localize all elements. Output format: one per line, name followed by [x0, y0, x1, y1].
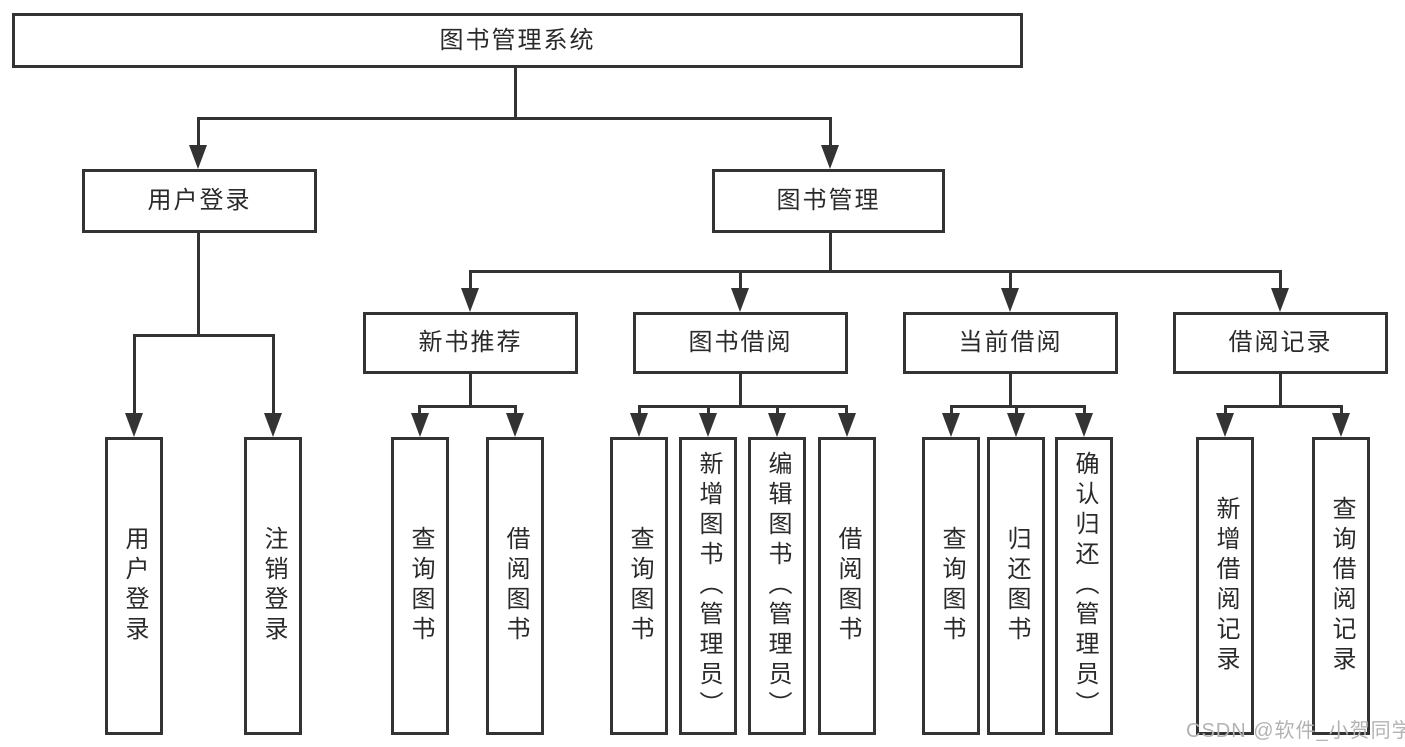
leaf-borrowing-add-books-admin: 新增图书（管理员） [679, 437, 737, 735]
connector-current-drop-1 [950, 405, 953, 417]
leaf-current-return-books: 归还图书 [987, 437, 1045, 735]
arrowhead-icon [1216, 413, 1234, 437]
leaf-label: 借阅图书 [502, 526, 529, 646]
arrowhead-icon [506, 413, 524, 437]
connector-current-drop-3 [1083, 405, 1086, 417]
node-label: 借阅记录 [1228, 329, 1333, 356]
connector-recommend-drop-2 [514, 405, 517, 417]
leaf-records-query-record: 查询借阅记录 [1312, 437, 1370, 735]
node-root-library-system: 图书管理系统 [12, 13, 1023, 68]
connector-current-drop-2 [1015, 405, 1018, 417]
leaf-label: 新增借阅记录 [1212, 496, 1239, 676]
arrowhead-icon [630, 413, 648, 437]
connector-level2-drop-1 [469, 270, 472, 291]
connector-book-mgmt-stem [829, 233, 832, 272]
leaf-records-add-record: 新增借阅记录 [1196, 437, 1254, 735]
leaf-borrowing-edit-books-admin: 编辑图书（管理员） [748, 437, 806, 735]
arrowhead-icon [264, 413, 282, 437]
leaf-label: 用户登录 [121, 526, 148, 646]
leaf-label: 查询图书 [938, 526, 965, 646]
arrowhead-icon [125, 413, 143, 437]
arrowhead-icon [1075, 413, 1093, 437]
csdn-watermark: CSDN @软件_小贺同学 [1186, 720, 1405, 742]
connector-borrowing-drop-3 [776, 405, 779, 417]
arrowhead-icon [699, 413, 717, 437]
connector-borrowing-stem [739, 374, 742, 408]
connector-level1-bar [197, 117, 831, 120]
leaf-borrowing-borrow-books: 借阅图书 [818, 437, 876, 735]
node-label: 新书推荐 [418, 329, 523, 356]
arrowhead-icon [1271, 288, 1289, 312]
node-label: 用户登录 [147, 187, 252, 214]
connector-user-login-bar [133, 334, 274, 337]
connector-records-bar [1224, 405, 1343, 408]
connector-level2-drop-2 [739, 270, 742, 291]
leaf-label: 归还图书 [1003, 526, 1030, 646]
connector-root-stem [514, 68, 517, 118]
leaf-label: 注销登录 [260, 526, 287, 646]
leaf-borrowing-query-books: 查询图书 [610, 437, 668, 735]
connector-current-bar [950, 405, 1086, 408]
node-user-login: 用户登录 [82, 169, 317, 233]
node-label: 图书借阅 [688, 329, 793, 356]
leaf-label: 确认归还（管理员） [1071, 451, 1098, 721]
node-current-borrowing: 当前借阅 [903, 312, 1118, 374]
leaf-logout: 注销登录 [244, 437, 302, 735]
connector-records-drop-1 [1224, 405, 1227, 417]
leaf-label: 查询图书 [407, 526, 434, 646]
leaf-current-query-books: 查询图书 [922, 437, 980, 735]
node-book-management: 图书管理 [712, 169, 945, 233]
arrowhead-icon [1001, 288, 1019, 312]
connector-level1-stem-right [829, 117, 832, 149]
connector-records-drop-2 [1340, 405, 1343, 417]
connector-level2-drop-4 [1279, 270, 1282, 291]
connector-borrowing-drop-4 [845, 405, 848, 417]
connector-current-stem [1009, 374, 1012, 408]
arrowhead-icon [821, 145, 839, 169]
arrowhead-icon [838, 413, 856, 437]
connector-level2-bar [469, 270, 1281, 273]
connector-records-stem [1279, 374, 1282, 408]
connector-level2-drop-3 [1009, 270, 1012, 291]
connector-borrowing-drop-1 [638, 405, 641, 417]
node-label: 当前借阅 [958, 329, 1063, 356]
connector-user-login-drop-1 [133, 334, 136, 415]
leaf-label: 查询图书 [626, 526, 653, 646]
arrowhead-icon [731, 288, 749, 312]
node-label: 图书管理系统 [439, 26, 596, 54]
leaf-current-confirm-return-admin: 确认归还（管理员） [1055, 437, 1113, 735]
connector-user-login-stem [197, 233, 200, 336]
arrowhead-icon [461, 288, 479, 312]
connector-user-login-drop-2 [272, 334, 275, 415]
connector-borrowing-drop-2 [707, 405, 710, 417]
arrowhead-icon [942, 413, 960, 437]
leaf-label: 借阅图书 [834, 526, 861, 646]
connector-recommend-stem [469, 374, 472, 408]
arrowhead-icon [1007, 413, 1025, 437]
node-borrowing-records: 借阅记录 [1173, 312, 1388, 374]
arrowhead-icon [411, 413, 429, 437]
leaf-recommend-borrow-books: 借阅图书 [486, 437, 544, 735]
arrowhead-icon [1332, 413, 1350, 437]
node-book-borrowing: 图书借阅 [633, 312, 848, 374]
connector-recommend-bar [418, 405, 517, 408]
leaf-user-login: 用户登录 [105, 437, 163, 735]
leaf-label: 编辑图书（管理员） [764, 451, 791, 721]
connector-level1-stem-left [197, 117, 200, 149]
arrowhead-icon [768, 413, 786, 437]
connector-recommend-drop-1 [418, 405, 421, 417]
arrowhead-icon [189, 145, 207, 169]
node-label: 图书管理 [776, 187, 881, 214]
leaf-label: 查询借阅记录 [1328, 496, 1355, 676]
connector-borrowing-bar [638, 405, 848, 408]
node-new-book-recommend: 新书推荐 [363, 312, 578, 374]
leaf-recommend-query-books: 查询图书 [391, 437, 449, 735]
leaf-label: 新增图书（管理员） [695, 451, 722, 721]
